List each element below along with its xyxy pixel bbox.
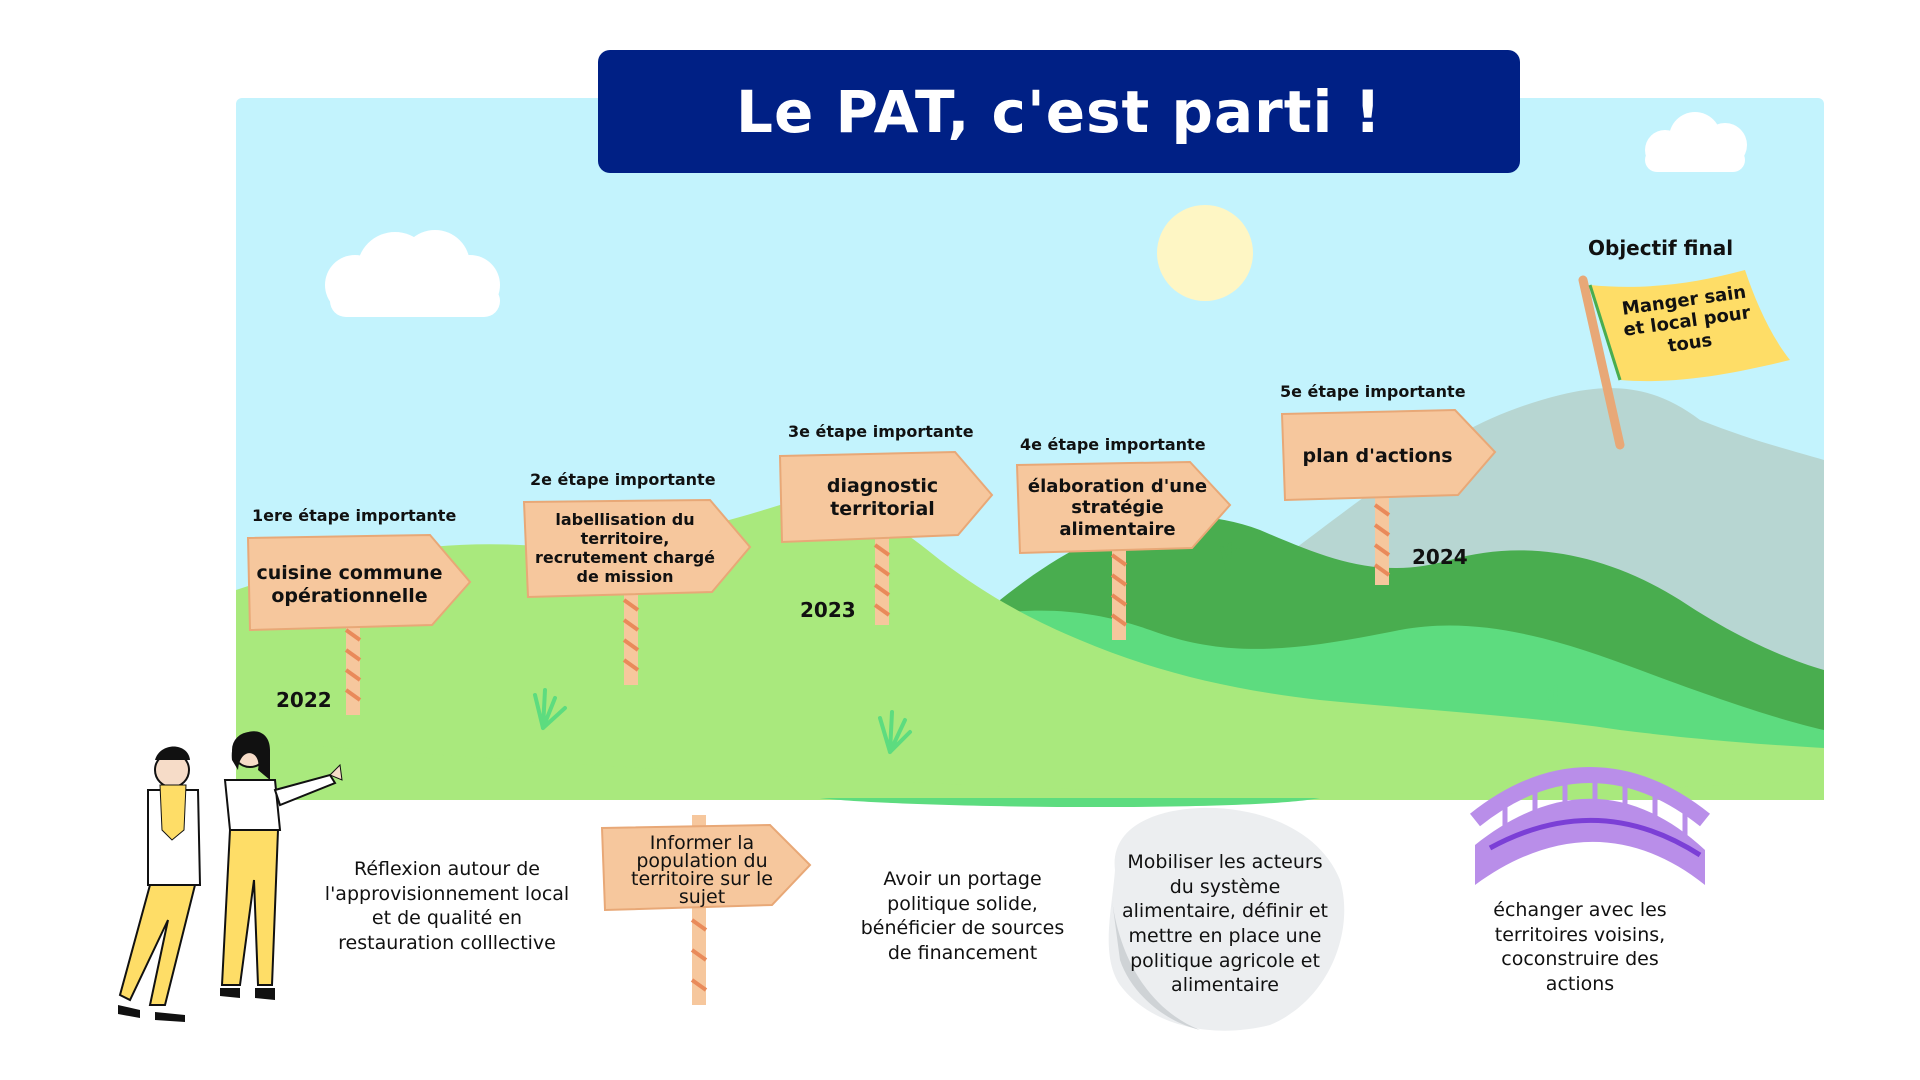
ground-bottom	[236, 740, 1824, 800]
people-illustration	[118, 731, 343, 1022]
sign-boards	[246, 408, 1497, 912]
bottom-text-1: Réflexion autour de l'approvisionnement …	[324, 858, 570, 955]
bottom-text-3: Avoir un portage politique solide, bénéf…	[860, 868, 1065, 965]
sun	[1157, 205, 1253, 301]
stone-texture	[1112, 900, 1200, 1030]
step-1-sign-text: cuisine commune opérationnelle	[256, 562, 443, 607]
ground-edge	[820, 798, 1320, 808]
step-5-label: 5e étape importante	[1280, 382, 1466, 401]
cloud-left	[325, 230, 500, 317]
sign-board-bottom	[600, 823, 812, 912]
step-4-sign-text: élaboration d'une stratégie alimentaire	[1027, 475, 1208, 540]
step-3-year: 2023	[800, 598, 856, 622]
step-3-sign-text: diagnostic territorial	[826, 474, 939, 520]
step-3-label: 3e étape importante	[788, 422, 974, 441]
step-2-sign-text: labellisation du territoire, recrutement…	[534, 509, 715, 587]
sign-board-4	[1015, 460, 1232, 555]
title-banner: Le PAT, c'est parti !	[598, 50, 1520, 173]
bottom-sign-text: Informer la population du territoire sur…	[631, 831, 773, 909]
bottom-text-5: échanger avec les territoires voisins, c…	[1493, 899, 1667, 996]
sign-board-1	[246, 533, 472, 632]
bottom-text-4: Mobiliser les acteurs du système aliment…	[1121, 851, 1328, 997]
sign-board-5	[1280, 408, 1497, 502]
objectif-label: Objectif final	[1588, 236, 1734, 260]
sign-board-3	[778, 450, 994, 544]
page-title: Le PAT, c'est parti !	[735, 77, 1382, 146]
sign-board-2	[522, 498, 752, 599]
stone-blob	[1108, 807, 1345, 1031]
step-5-year: 2024	[1412, 545, 1468, 569]
bridge	[1470, 767, 1710, 885]
step-4-label: 4e étape importante	[1020, 435, 1206, 454]
step-2-label: 2e étape importante	[530, 470, 716, 489]
cloud-right	[1645, 112, 1747, 172]
step-1-label: 1ere étape importante	[252, 506, 457, 525]
step-5-sign-text: plan d'actions	[1302, 444, 1453, 467]
flag	[1578, 270, 1790, 450]
step-1-year: 2022	[276, 688, 332, 712]
grass-tufts	[533, 542, 1568, 754]
